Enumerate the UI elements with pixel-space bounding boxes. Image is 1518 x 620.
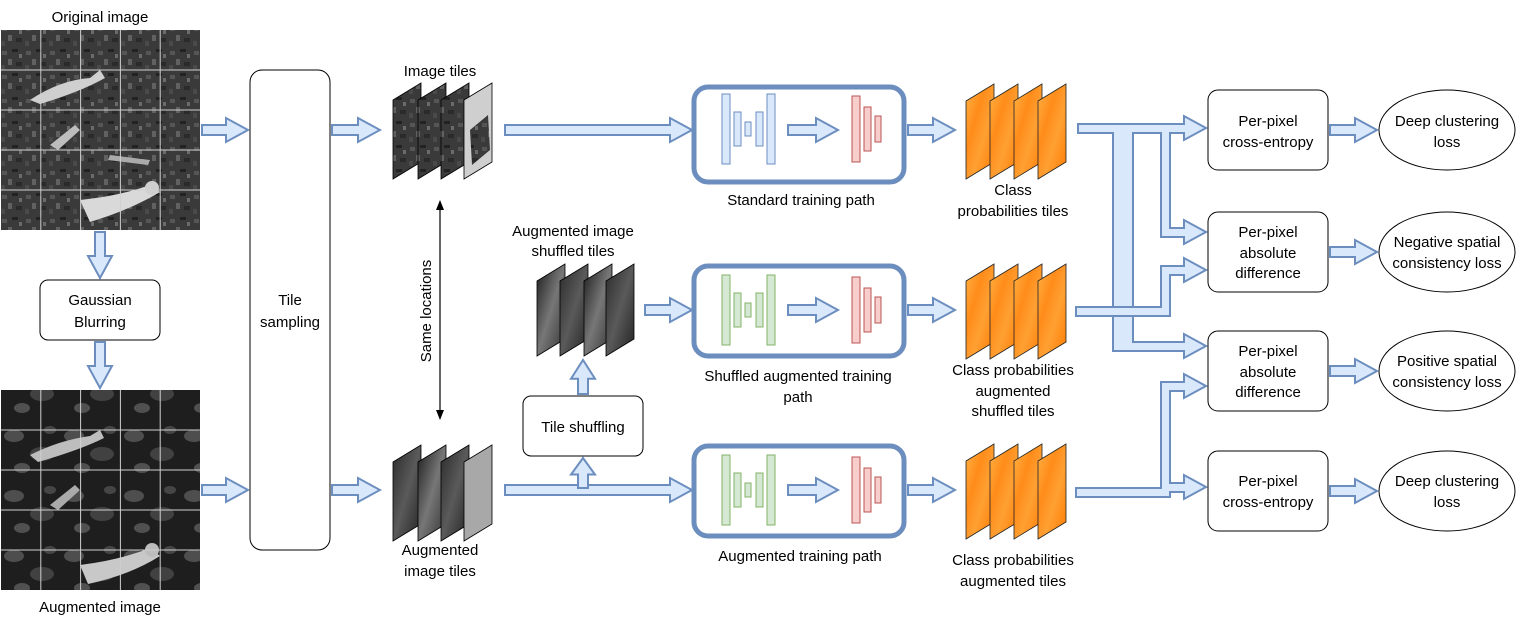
augmented-shuffled-tiles-stack — [536, 263, 635, 357]
arrow-op3-to-loss3 — [1329, 357, 1380, 385]
arrow-shuffled-tiles-to-shuffled-net — [644, 296, 695, 324]
loss-2-line-1: Negative spatial — [1394, 234, 1501, 251]
arrow-op4-to-loss4 — [1329, 477, 1380, 505]
arrow-image-tiles-to-standard-net — [504, 116, 695, 144]
op-box-4-line-2: cross-entropy — [1223, 494, 1314, 511]
op-box-2-line-3: difference — [1235, 265, 1301, 282]
class-prob-tiles-label-1: Class — [994, 182, 1032, 199]
shuffled-path-label-1: Shuffled augmented training — [704, 368, 891, 385]
arrow-shuffled-encoder-to-decoder — [787, 296, 841, 324]
op-box-1-line-2: cross-entropy — [1223, 134, 1314, 151]
arrow-shuffling-to-shuffled-tiles — [569, 358, 597, 395]
arrow-blur-to-augmented — [86, 341, 114, 391]
arrow-original-to-sampling — [201, 116, 251, 144]
class-prob-shuffled-stack — [965, 263, 1067, 360]
loss-3-line-2: consistency loss — [1392, 374, 1501, 391]
arrow-augmented-tiles-to-augmented-net — [504, 476, 695, 504]
arrow-op2-to-loss2 — [1329, 238, 1380, 266]
image-tiles-stack — [392, 82, 493, 180]
original-image — [1, 30, 200, 230]
arrow-augmented-tiles-to-shuffling — [569, 456, 597, 489]
op-box-3: Per-pixel absolute difference — [1207, 330, 1329, 412]
op-box-2-line-1: Per-pixel — [1238, 224, 1297, 241]
class-prob-augmented-label-1: Class probabilities — [952, 552, 1074, 569]
op-box-4: Per-pixel cross-entropy — [1207, 450, 1329, 532]
loss-2-line-2: consistency loss — [1392, 255, 1501, 272]
gaussian-blurring-label-2: Blurring — [74, 314, 126, 331]
augmented-image-tiles-label-2: image tiles — [404, 563, 476, 580]
arrow-original-to-blur — [86, 231, 114, 281]
original-image-label: Original image — [52, 9, 149, 26]
op-box-2-line-2: absolute — [1240, 245, 1297, 262]
op-box-3-line-1: Per-pixel — [1238, 343, 1297, 360]
arrow-augmented-to-sampling — [201, 476, 251, 504]
augmented-shuffled-tiles-label-1: Augmented image — [512, 223, 634, 240]
arrow-standard-encoder-to-decoder — [787, 116, 841, 144]
op-box-2: Per-pixel absolute difference — [1207, 211, 1329, 293]
tile-shuffling-label: Tile shuffling — [541, 419, 624, 436]
augmented-image-tiles-stack — [392, 444, 493, 542]
arrow-standard-net-to-probs — [907, 116, 958, 144]
loss-ellipse-3: Positive spatial consistency loss — [1378, 330, 1516, 412]
augmented-shuffled-tiles-label-2: shuffled tiles — [531, 243, 614, 260]
branch-connectors — [1075, 114, 1209, 501]
gaussian-blurring-label-1: Gaussian — [68, 292, 131, 309]
gaussian-blurring-box: Gaussian Blurring — [39, 279, 161, 341]
class-prob-shuffled-label-1: Class probabilities — [952, 362, 1074, 379]
augmented-image-label: Augmented image — [39, 599, 161, 616]
class-prob-augmented-stack — [965, 443, 1067, 540]
loss-1-line-2: loss — [1434, 134, 1461, 151]
arrow-augmented-encoder-to-decoder — [787, 476, 841, 504]
loss-1-line-1: Deep clustering — [1395, 113, 1499, 130]
class-prob-tiles-stack — [965, 83, 1067, 180]
shuffled-path-label-2: path — [783, 389, 812, 406]
class-prob-tiles-label-2: probabilities tiles — [958, 203, 1069, 220]
tile-sampling-box: Tile sampling — [249, 69, 331, 551]
op-box-3-line-3: difference — [1235, 384, 1301, 401]
standard-path-label: Standard training path — [727, 192, 875, 209]
op-box-1-line-1: Per-pixel — [1238, 113, 1297, 130]
loss-3-line-1: Positive spatial — [1397, 353, 1497, 370]
same-locations-arrow — [436, 200, 444, 420]
class-prob-shuffled-label-2: augmented — [975, 383, 1050, 400]
arrow-augmented-net-to-probs — [907, 476, 958, 504]
class-prob-shuffled-label-3: shuffled tiles — [971, 403, 1054, 420]
op-box-3-line-2: absolute — [1240, 364, 1297, 381]
augmented-image-tiles-label-1: Augmented — [402, 542, 479, 559]
arrow-sampling-to-augmented-tiles — [331, 476, 383, 504]
loss-ellipse-4: Deep clustering loss — [1378, 450, 1516, 532]
arrow-shuffled-net-to-probs — [907, 296, 958, 324]
loss-4-line-1: Deep clustering — [1395, 473, 1499, 490]
augmented-image — [1, 390, 200, 590]
tile-shuffling-box: Tile shuffling — [522, 395, 644, 457]
op-box-4-line-1: Per-pixel — [1238, 473, 1297, 490]
class-prob-augmented-label-2: augmented tiles — [960, 573, 1066, 590]
tile-sampling-label-1: Tile — [278, 292, 302, 309]
image-tiles-label: Image tiles — [404, 63, 477, 80]
arrow-sampling-to-image-tiles — [331, 116, 383, 144]
tile-sampling-label-2: sampling — [260, 314, 320, 331]
augmented-path-label: Augmented training path — [718, 548, 881, 565]
loss-4-line-2: loss — [1434, 494, 1461, 511]
loss-ellipse-2: Negative spatial consistency loss — [1378, 211, 1516, 293]
flow-arrows — [86, 116, 1380, 505]
loss-ellipse-1: Deep clustering loss — [1378, 89, 1516, 171]
same-locations-label: Same locations — [418, 260, 435, 363]
op-box-1: Per-pixel cross-entropy — [1207, 89, 1329, 171]
arrow-op1-to-loss1 — [1329, 116, 1380, 144]
